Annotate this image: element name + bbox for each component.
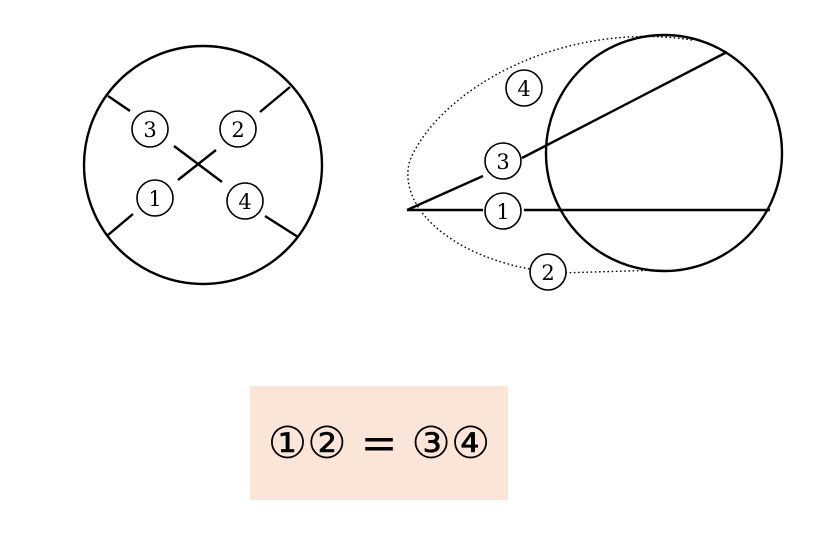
- upper-secant-inner: [521, 50, 728, 160]
- chord-upper-left-end: [107, 95, 131, 112]
- dotted-outer-curve: [407, 35, 693, 274]
- svg-text:4: 4: [517, 77, 530, 101]
- chord-upper-right-end: [259, 86, 291, 113]
- left-label-2: 2: [219, 110, 257, 148]
- right-label-1: 1: [484, 192, 522, 230]
- right-label-3: 3: [484, 142, 522, 180]
- svg-text:3: 3: [143, 118, 156, 142]
- chord-lower-left-end: [107, 213, 134, 236]
- secants-figure: 4 3 1 2: [406, 33, 784, 291]
- svg-text:2: 2: [541, 261, 554, 285]
- svg-text:1: 1: [148, 187, 161, 211]
- left-label-4: 4: [226, 182, 264, 220]
- svg-text:1: 1: [496, 200, 509, 224]
- svg-text:2: 2: [231, 118, 244, 142]
- left-label-3: 3: [131, 110, 169, 148]
- svg-text:4: 4: [238, 190, 251, 214]
- formula-box: ①② = ③④: [250, 386, 508, 500]
- right-circle: [544, 33, 784, 273]
- svg-text:3: 3: [496, 150, 509, 174]
- formula-text: ①② = ③④: [267, 417, 491, 469]
- right-label-2: 2: [529, 253, 567, 291]
- chord-lower-right-end: [264, 214, 299, 239]
- intersecting-chords-figure: 3 2 1 4: [82, 44, 324, 286]
- left-label-1: 1: [136, 179, 174, 217]
- chord-cross-segment-b: [177, 149, 217, 181]
- right-label-4: 4: [505, 69, 543, 107]
- left-circle: [82, 44, 324, 286]
- upper-secant-outer: [406, 174, 484, 212]
